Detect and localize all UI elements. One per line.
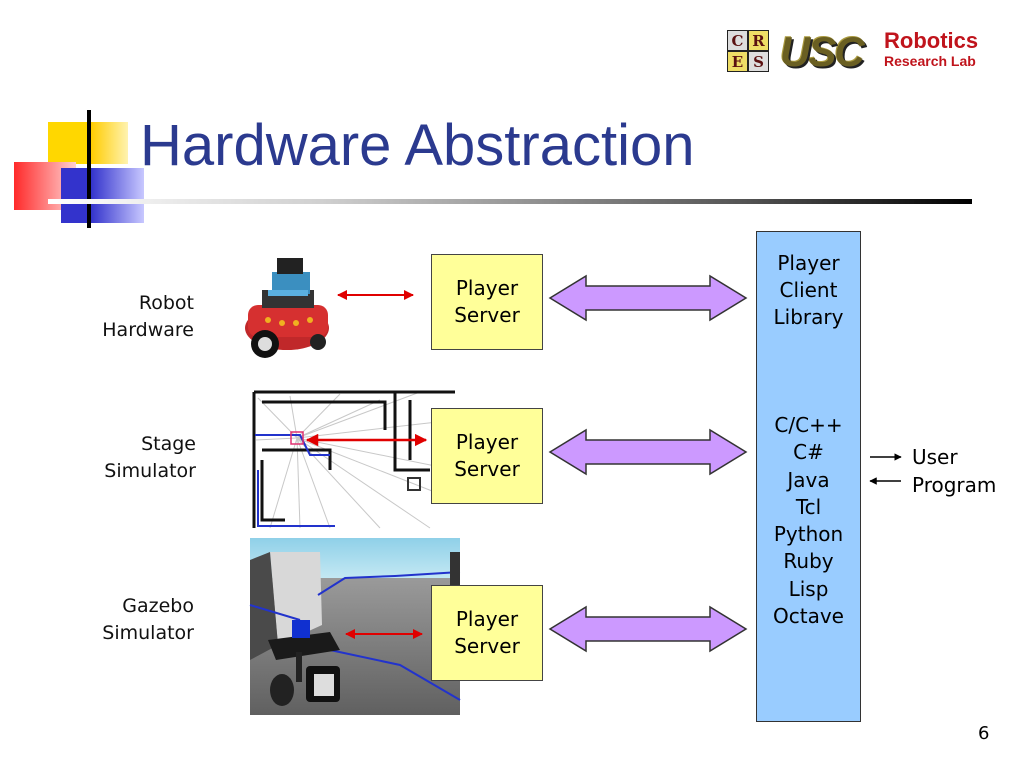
user-program-label: User Program [912,443,996,499]
gazebo-scene-image [249,538,461,715]
deco-square-blue [61,168,88,223]
server-label: Player [455,430,519,454]
language-item: Java [787,467,830,492]
gazebo-simulator-label: Gazebo Simulator [102,593,194,647]
cres-letter: C [728,31,747,50]
server-label: Server [454,303,520,327]
usc-logo: USC [780,28,865,75]
label-line: Hardware [102,319,194,341]
library-title-line: Player [777,251,840,275]
language-item: Python [773,522,844,547]
language-item: Tcl [795,494,822,519]
language-item: Lisp [788,576,829,601]
server3-library-arrow [548,605,748,653]
deco-square-blue-fade [91,168,144,223]
library-title: Player Client Library [757,250,860,331]
robotics-logo-text: Robotics [884,28,979,53]
user-program-line: Program [912,473,997,497]
language-item: C# [793,440,824,465]
language-list: C/C++ C# Java Tcl Python Ruby Lisp Octav… [757,412,860,630]
language-item: C/C++ [774,413,843,437]
library-title-line: Client [779,278,838,302]
stage-map-image [252,390,457,530]
label-line: Robot [138,292,194,314]
cres-letter: S [749,52,768,71]
player-client-library: Player Client Library C/C++ C# Java Tcl … [756,231,861,722]
deco-square-yellow-fade [91,122,128,164]
page-number: 6 [978,723,990,744]
title-rule [48,199,972,204]
robot-image [245,258,329,358]
server-label: Server [454,457,520,481]
player-server-gazebo: Player Server [431,585,543,681]
label-line: Simulator [102,622,194,644]
label-line: Stage [141,433,196,455]
player-server-robot: Player Server [431,254,543,350]
server-label: Player [455,276,519,300]
cres-letter: E [728,52,747,71]
library-title-line: Library [773,305,844,329]
server-label: Server [454,634,520,658]
language-item: Ruby [783,549,834,574]
language-item: Octave [773,604,844,629]
slide-title: Hardware Abstraction [140,113,695,178]
player-server-stage: Player Server [431,408,543,504]
user-program-line: User [912,445,958,469]
research-lab-logo-text: Research Lab [884,53,976,69]
cres-logo: C R E S [727,30,769,72]
cres-letter: R [749,31,768,50]
server-label: Player [455,607,519,631]
stage-simulator-label: Stage Simulator [104,431,196,485]
server2-library-arrow [548,428,748,476]
server1-library-arrow [548,274,748,322]
deco-square-yellow [48,122,88,164]
label-line: Simulator [104,460,196,482]
deco-vertical-line [87,110,91,228]
robot-hardware-label: Robot Hardware [102,290,194,344]
label-line: Gazebo [122,595,194,617]
